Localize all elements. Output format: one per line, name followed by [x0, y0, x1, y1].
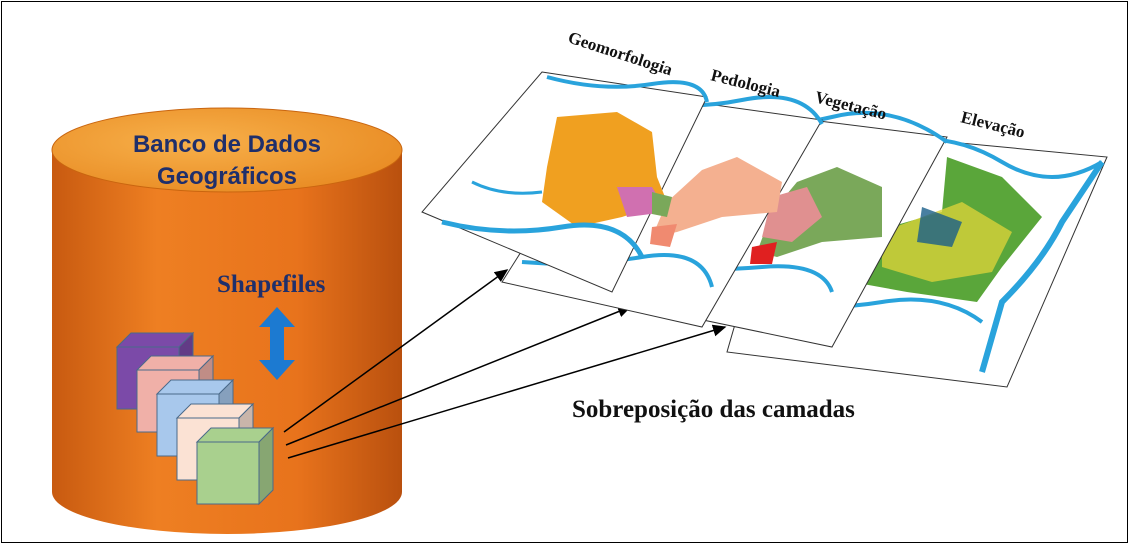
database-title-line2: Geográficos: [157, 163, 297, 190]
shapefiles-label: Shapefiles: [217, 271, 326, 298]
shapefile-cubes: [115, 331, 275, 506]
layer-label-elevacao: Elevação: [959, 107, 1027, 141]
connection-arrows: [283, 269, 727, 459]
layer-label-pedologia: Pedologia: [709, 65, 783, 101]
database-cylinder: Banco de Dados Geográficos: [51, 107, 403, 534]
arrow-to-layer-geomorfologia: [283, 269, 509, 433]
bidirectional-arrow-icon: [259, 307, 295, 380]
cylinder-body: [52, 150, 402, 534]
cube-side-face: [258, 426, 274, 506]
overlay-caption: Sobreposição das camadas: [572, 396, 855, 423]
layer-label-geomorfologia: Geomorfologia: [566, 28, 676, 80]
cylinder-top: [51, 107, 403, 193]
arrow-to-layer-vegetacao: [287, 324, 727, 459]
map-layers: Elevação Vegetação Pedologia: [421, 28, 1108, 388]
cube-front-face: [196, 441, 260, 505]
database-title-line1: Banco de Dados: [133, 131, 321, 158]
shapefile-cube-5: [195, 426, 275, 506]
arrow-to-layer-pedologia: [285, 305, 632, 446]
